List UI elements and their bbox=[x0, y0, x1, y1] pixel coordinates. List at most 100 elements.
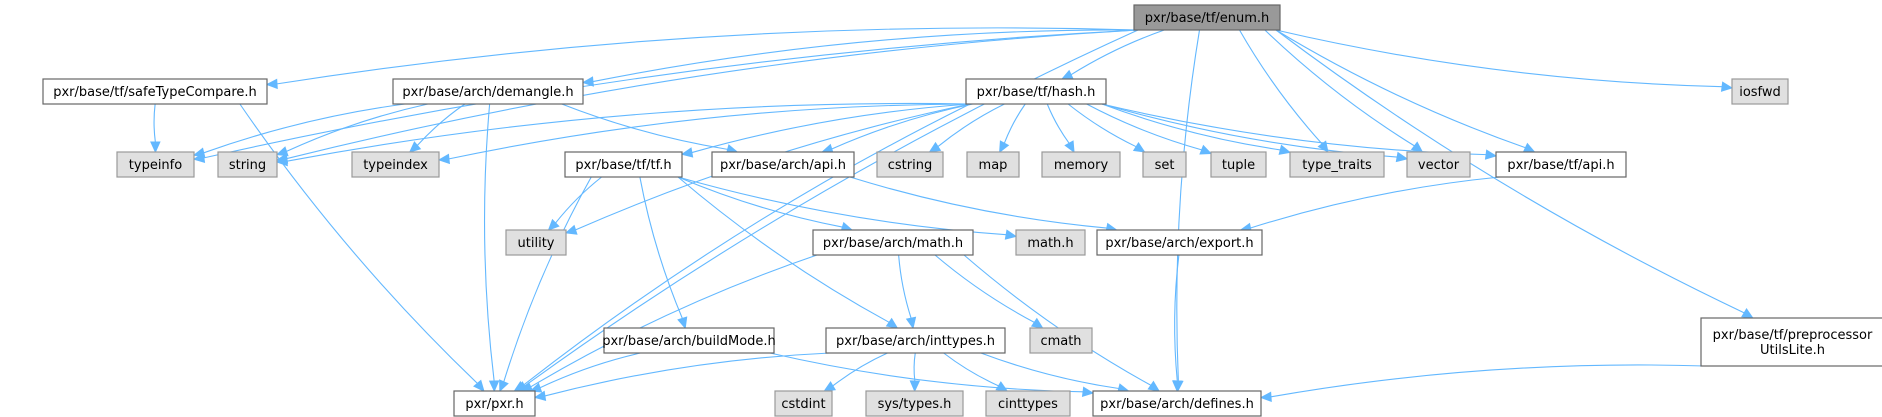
edge-arrowhead bbox=[581, 76, 594, 87]
edge-line bbox=[522, 103, 971, 387]
node-tf[interactable]: pxr/base/tf/tf.h bbox=[564, 151, 683, 178]
node-memory: memory bbox=[1041, 151, 1121, 178]
node-box bbox=[1041, 151, 1121, 178]
edge-arrowhead bbox=[437, 153, 450, 165]
node-safeTypeCompare[interactable]: pxr/base/tf/safeTypeCompare.h bbox=[42, 78, 268, 105]
node-enum: pxr/base/tf/enum.h bbox=[1133, 4, 1281, 31]
node-tfapi[interactable]: pxr/base/tf/api.h bbox=[1495, 151, 1627, 178]
edge-safeTypeCompare-to-pxr bbox=[239, 103, 485, 392]
edge-hash-to-string bbox=[275, 102, 971, 167]
node-buildMode[interactable]: pxr/base/arch/buildMode.h bbox=[602, 327, 776, 354]
edge-arrowhead bbox=[408, 141, 422, 153]
edge-hash-to-tfapi bbox=[1101, 103, 1498, 160]
edge-arrowhead bbox=[192, 147, 206, 158]
node-demangle[interactable]: pxr/base/arch/demangle.h bbox=[392, 78, 584, 105]
node-label: pxr/base/arch/buildMode.h bbox=[602, 334, 776, 349]
node-label: pxr/base/arch/inttypes.h bbox=[836, 334, 995, 349]
edge-arrowhead bbox=[1060, 69, 1074, 80]
node-inttypes[interactable]: pxr/base/arch/inttypes.h bbox=[825, 327, 1006, 354]
edge-arrowhead bbox=[529, 382, 543, 393]
edge-demangle-to-archapi bbox=[561, 103, 739, 155]
node-label: tuple bbox=[1222, 158, 1255, 173]
edge-archmath-to-cmath bbox=[934, 254, 1044, 329]
node-vector: vector bbox=[1406, 151, 1471, 178]
node-box bbox=[1495, 151, 1627, 178]
node-box bbox=[965, 78, 1107, 105]
node-box bbox=[812, 229, 974, 256]
node-box bbox=[985, 390, 1071, 417]
edge-archapi-to-export bbox=[849, 176, 1118, 234]
node-label: pxr/base/tf/api.h bbox=[1507, 158, 1614, 173]
edge-hash-to-typeindex bbox=[437, 103, 971, 165]
edge-line bbox=[286, 102, 971, 162]
node-label: map bbox=[979, 158, 1008, 173]
edge-line bbox=[539, 352, 641, 389]
node-box bbox=[42, 78, 268, 105]
edge-line bbox=[639, 176, 683, 319]
edge-arrowhead bbox=[547, 218, 560, 231]
edge-preproc-to-defines bbox=[1259, 364, 1706, 403]
edge-demangle-to-typeindex bbox=[408, 103, 466, 153]
edge-hash-to-map bbox=[999, 103, 1026, 154]
edge-line bbox=[913, 352, 916, 382]
node-label: pxr/base/arch/api.h bbox=[720, 158, 846, 173]
node-cmath: cmath bbox=[1029, 327, 1093, 354]
node-hash[interactable]: pxr/base/tf/hash.h bbox=[965, 78, 1107, 105]
edge-line bbox=[544, 352, 831, 397]
edge-hash-to-set bbox=[1067, 103, 1146, 153]
node-label: pxr/pxr.h bbox=[465, 397, 523, 412]
node-box bbox=[564, 151, 683, 178]
node-box bbox=[1731, 78, 1789, 105]
edge-demangle-to-pxr bbox=[483, 103, 500, 393]
node-label: utility bbox=[518, 236, 555, 251]
node-string: string bbox=[217, 151, 278, 178]
edge-line bbox=[1275, 29, 1745, 314]
node-box bbox=[1289, 151, 1385, 178]
edge-arrowhead bbox=[1484, 149, 1498, 160]
edge-hash-to-type_traits bbox=[1101, 103, 1292, 155]
edge-line bbox=[677, 176, 843, 228]
node-box bbox=[1096, 229, 1263, 256]
edge-line bbox=[483, 103, 495, 382]
edge-arrowhead bbox=[1741, 308, 1754, 319]
node-cinttypes: cinttypes bbox=[985, 390, 1071, 417]
node-box bbox=[1142, 151, 1187, 178]
edge-arrowhead bbox=[909, 380, 921, 393]
edge-line bbox=[561, 103, 728, 150]
node-pxr[interactable]: pxr/pxr.h bbox=[453, 390, 536, 417]
edge-arrowhead bbox=[1395, 151, 1409, 163]
edge-hash-to-pxr bbox=[513, 103, 971, 392]
node-export[interactable]: pxr/base/arch/export.h bbox=[1096, 229, 1263, 256]
edge-line bbox=[1275, 29, 1723, 88]
node-box bbox=[1700, 317, 1882, 367]
edge-enum-to-demangle bbox=[581, 29, 1139, 87]
node-utility: utility bbox=[505, 229, 567, 256]
edge-archmath-to-defines bbox=[963, 254, 1161, 392]
node-box bbox=[1133, 4, 1281, 31]
node-defines[interactable]: pxr/base/arch/defines.h bbox=[1092, 390, 1262, 417]
edge-line bbox=[239, 103, 478, 384]
edge-line bbox=[937, 103, 1005, 148]
edge-line bbox=[849, 176, 1107, 229]
node-label: sys/types.h bbox=[878, 397, 952, 412]
edge-line bbox=[1250, 176, 1501, 229]
edge-arrowhead bbox=[677, 316, 688, 330]
node-map: map bbox=[966, 151, 1020, 178]
edge-inttypes-to-systypes bbox=[909, 352, 921, 393]
edge-arrowhead bbox=[1081, 386, 1095, 398]
edge-arrowhead bbox=[265, 78, 278, 90]
edge-line bbox=[448, 103, 971, 160]
node-typeinfo: typeinfo bbox=[116, 151, 195, 178]
node-tuple: tuple bbox=[1210, 151, 1267, 178]
edge-line bbox=[677, 176, 1007, 236]
node-label: pxr/base/arch/math.h bbox=[823, 236, 963, 251]
node-archmath[interactable]: pxr/base/arch/math.h bbox=[812, 229, 974, 256]
edge-arrowhead bbox=[513, 380, 527, 392]
node-label: type_traits bbox=[1302, 158, 1372, 173]
edge-line bbox=[276, 27, 1139, 85]
edge-inttypes-to-pxr bbox=[533, 352, 831, 402]
node-archapi[interactable]: pxr/base/arch/api.h bbox=[711, 151, 855, 178]
edge-arrowhead bbox=[928, 141, 942, 153]
edge-inttypes-to-cinttypes bbox=[943, 352, 1009, 392]
